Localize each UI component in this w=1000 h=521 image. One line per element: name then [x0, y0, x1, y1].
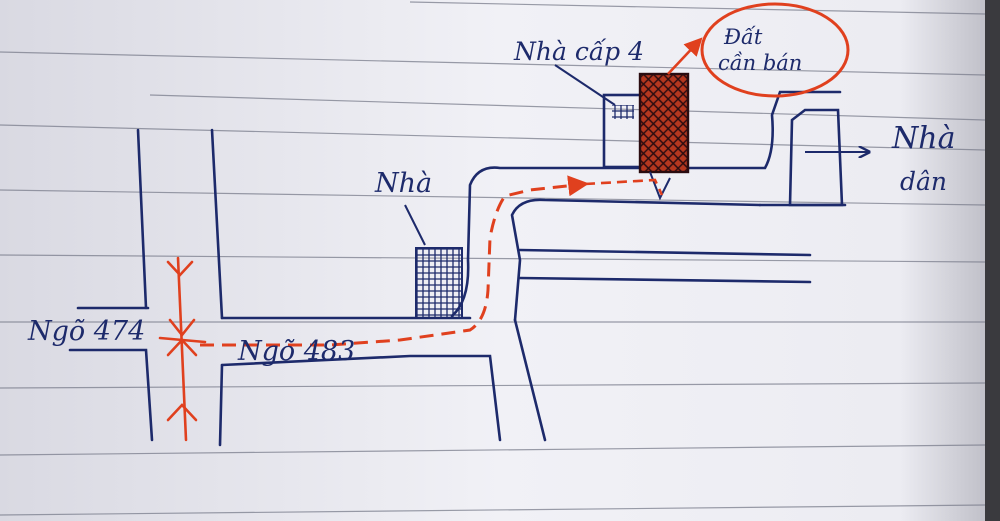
sale-pointer-arrow [667, 37, 703, 75]
ruled-lines [0, 1, 986, 516]
nha-cap4-window [612, 105, 634, 119]
nha-small-house [415, 247, 463, 319]
nha-dan-house [788, 108, 844, 207]
main-lane-road [450, 90, 847, 442]
label-nha-dan-line2: dân [900, 167, 947, 196]
label-dat-line2: cần bán [718, 51, 802, 75]
nha-small-pointer [404, 204, 426, 246]
route-path [200, 175, 590, 347]
label-ngo-474: Ngõ 474 [27, 316, 145, 347]
page-edge-shadow [985, 0, 1000, 521]
label-nha-cap4: Nhà cấp 4 [513, 37, 644, 66]
ngo-474-road [68, 128, 224, 442]
nha-cap4-pointer [554, 64, 616, 106]
label-dat-line1: Đất [723, 25, 763, 49]
label-nha-small: Nhà [374, 168, 432, 199]
land-plot [638, 72, 690, 174]
label-nha-dan-line1: Nhà [891, 121, 955, 156]
route-path-end [584, 178, 664, 196]
label-ngo-483: Ngõ 483 [237, 336, 355, 367]
width-marker [158, 256, 207, 442]
